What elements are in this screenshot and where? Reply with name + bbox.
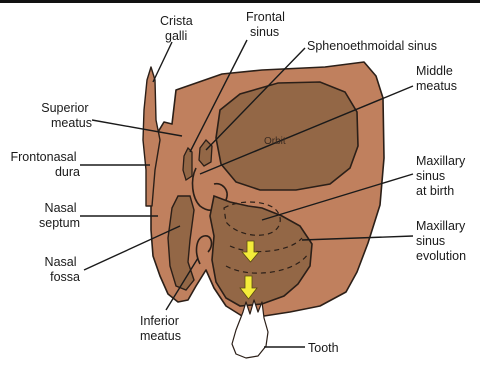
label-middle-meatus: Middle meatus <box>416 64 457 93</box>
leader-crista-galli <box>153 42 172 82</box>
label-nasal-fossa: Nasal fossa <box>45 255 80 284</box>
label-orbit: Orbit <box>264 136 286 147</box>
label-inferior-meatus: Inferior meatus <box>140 314 182 343</box>
top-border <box>0 0 480 3</box>
label-superior-meatus: Superior meatus <box>41 101 92 130</box>
label-frontal-sinus: Frontal sinus <box>246 10 288 39</box>
label-sphenoethmoidal-sinus: Sphenoethmoidal sinus <box>307 39 437 53</box>
label-maxillary-sinus-evolution: Maxillary sinus evolution <box>416 219 469 263</box>
label-crista-galli: Crista galli <box>160 14 196 43</box>
orbit <box>216 82 358 190</box>
label-frontonasal-dura: Frontonasal dura <box>11 150 81 179</box>
label-tooth: Tooth <box>308 341 339 355</box>
label-maxillary-sinus-at-birth: Maxillary sinus at birth <box>416 154 469 198</box>
label-nasal-septum: Nasal septum <box>39 201 80 230</box>
